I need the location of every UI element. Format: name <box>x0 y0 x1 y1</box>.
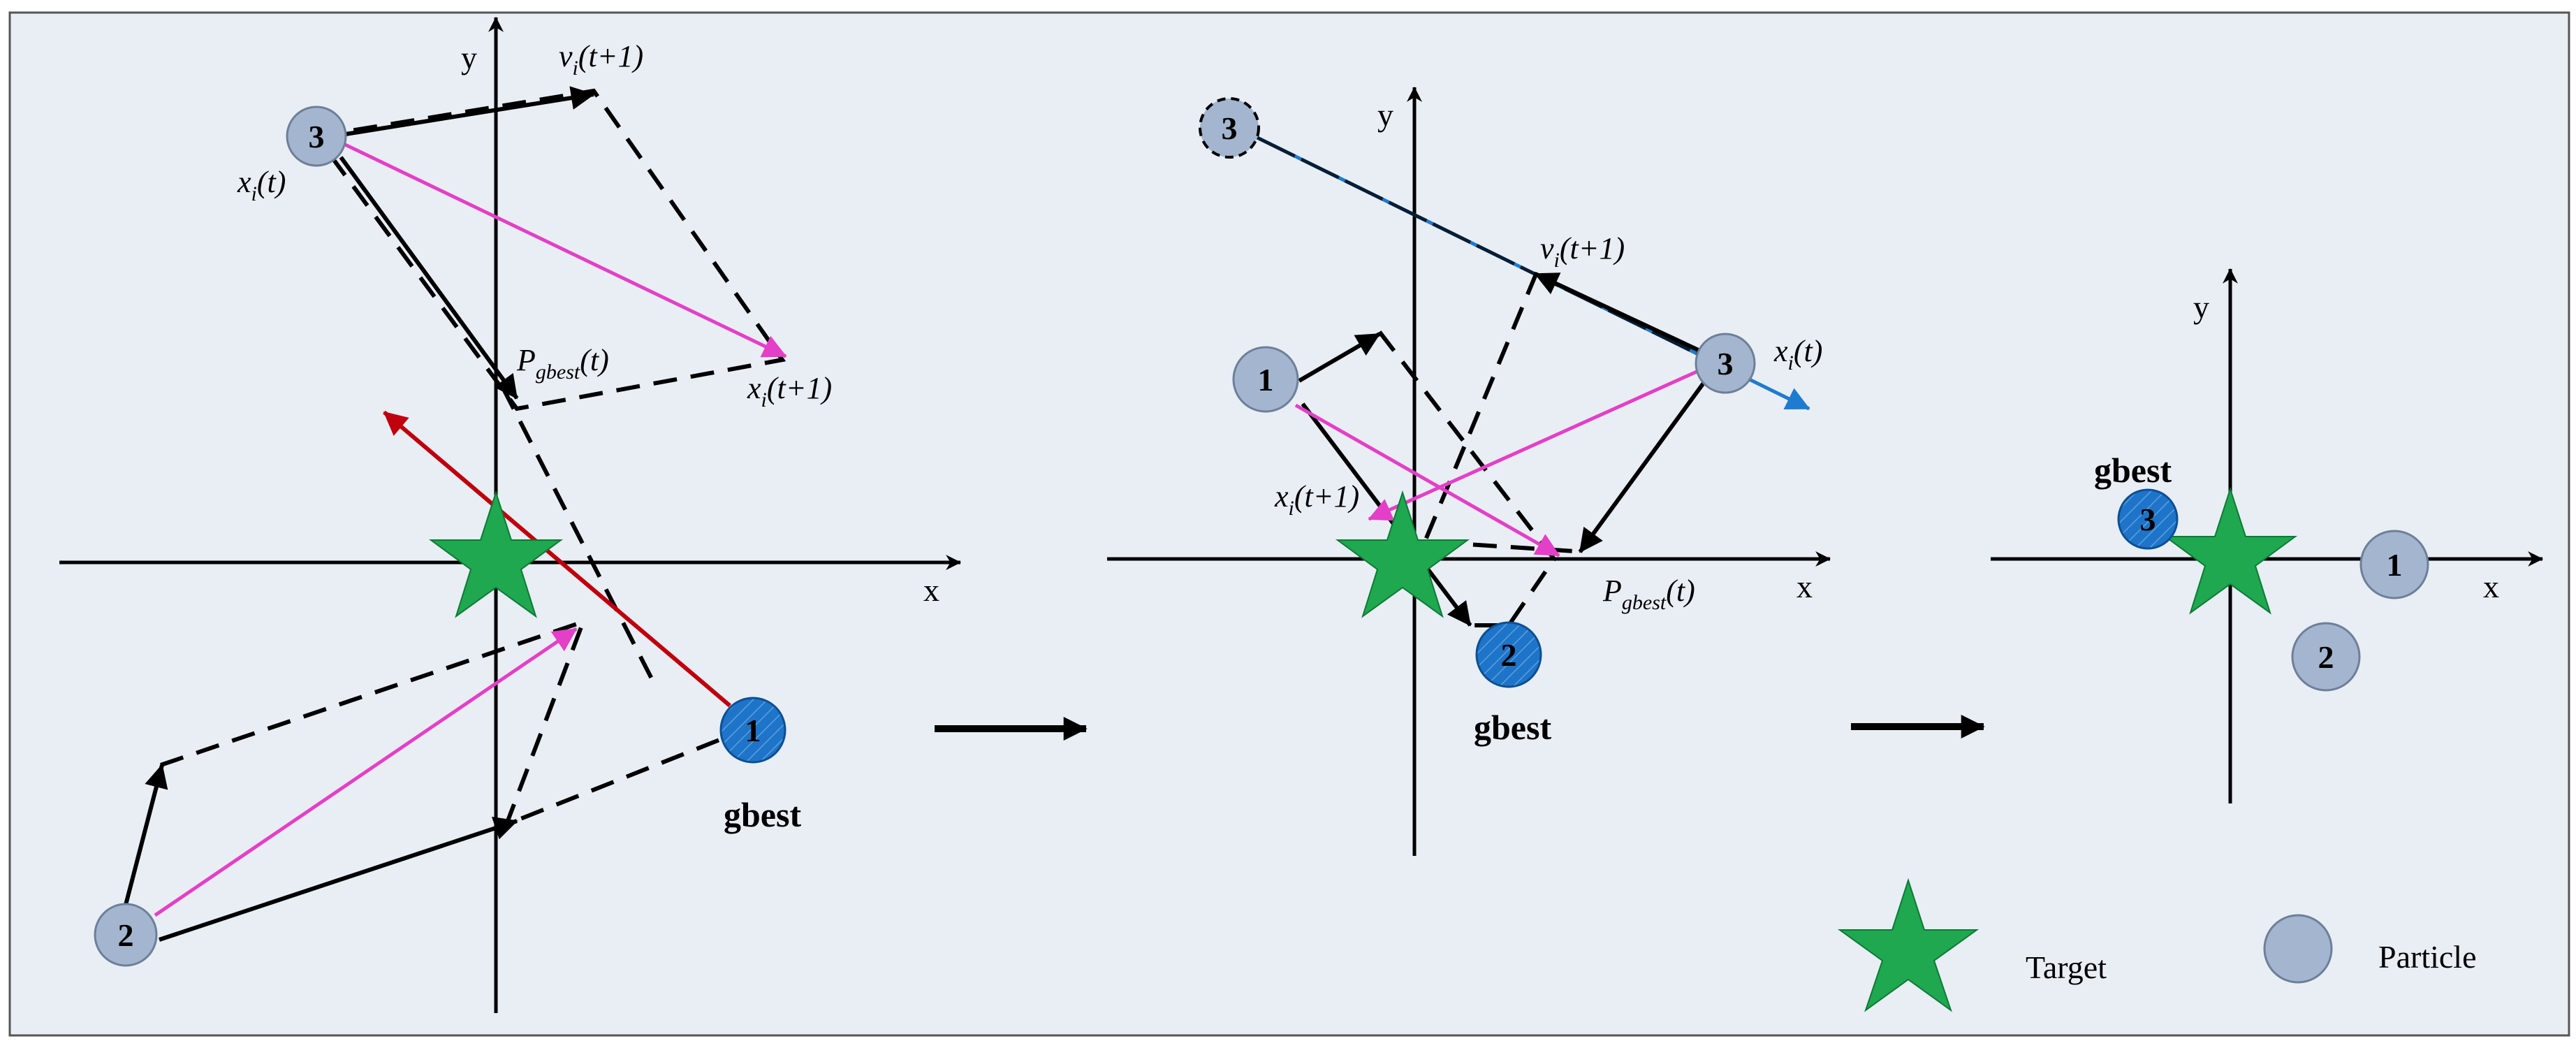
gbest-attraction-vector-p2 <box>159 817 518 942</box>
position-update-vector-p2 <box>154 627 578 917</box>
label-gbest: gbest <box>724 795 801 834</box>
legend: Target Particle <box>1837 878 2477 1012</box>
red-direction-vector <box>383 410 731 708</box>
velocity-vector-p3 <box>345 86 595 136</box>
target-star-icon <box>1335 490 1470 618</box>
particle-label: 1 <box>1258 362 1274 398</box>
gbest-particle-circle-icon <box>1475 621 1542 688</box>
label-pgbest: Pgbest(t) <box>516 343 609 384</box>
x-axis-label: x <box>923 572 939 608</box>
velocity-vector-p3 <box>1534 272 1706 355</box>
dashed-parallelogram-p1 <box>1377 330 1557 627</box>
panel-2: x y 3 1 3 2 <box>1107 86 1831 856</box>
particle-3-gbest: 3 <box>2117 488 2179 550</box>
panel-3: x y 3 1 2 gbest <box>1991 268 2544 803</box>
trajectory-overlay <box>1256 136 1727 370</box>
dashed-parallelogram-top <box>312 88 786 412</box>
particle-3: 3 <box>286 105 347 167</box>
label-v-t1: vi(t+1) <box>559 39 643 80</box>
particle-label: 3 <box>309 119 325 154</box>
x-axis-label: x <box>2483 569 2499 604</box>
label-v-t1: vi(t+1) <box>1540 231 1625 272</box>
label-x-t: xi(t) <box>1773 334 1822 374</box>
position-update-vector-p1 <box>1294 403 1560 558</box>
particle-1: 1 <box>2359 530 2429 599</box>
particle-2: 2 <box>94 903 158 967</box>
gbest-attraction-vector-p3 <box>339 156 519 400</box>
target-star-icon <box>2162 486 2298 615</box>
particle-1-gbest: 1 <box>719 697 786 764</box>
particle-2-gbest: 2 <box>1475 621 1542 688</box>
position-update-vector-p3 <box>341 141 787 358</box>
particle-label: 3 <box>2140 502 2156 537</box>
particle-circle-icon <box>2359 530 2429 599</box>
particle-label: 2 <box>2318 639 2334 675</box>
velocity-vector-p2 <box>124 764 168 905</box>
particle-label: 2 <box>1501 637 1517 673</box>
target-star-icon <box>428 490 564 618</box>
legend-target-label: Target <box>2026 949 2107 985</box>
particle-circle-icon <box>94 903 158 967</box>
legend-particle-label: Particle <box>2378 939 2477 975</box>
y-axis-label: y <box>2193 289 2209 325</box>
gbest-particle-circle-icon <box>719 697 786 764</box>
particle-label: 2 <box>118 917 134 953</box>
ghost-particle-circle-icon <box>1199 97 1260 159</box>
particle-circle-icon <box>1695 333 1756 394</box>
gbest-particle-circle-icon <box>2117 488 2179 550</box>
label-gbest: gbest <box>2094 451 2172 490</box>
position-update-vector-p3 <box>1368 367 1704 521</box>
label-x-t1: xi(t+1) <box>747 371 832 412</box>
particle-1: 1 <box>1232 346 1299 413</box>
y-axis-label: y <box>461 40 477 75</box>
particle-circle-icon <box>2291 622 2361 692</box>
particle-3-previous: 3 <box>1199 97 1260 159</box>
legend-particle-circle-icon <box>2263 914 2333 984</box>
dashed-line-pgbest-to-gbest <box>501 386 659 690</box>
particle-label: 3 <box>1222 110 1238 146</box>
velocity-vector-p1 <box>1298 332 1381 383</box>
dashed-parallelogram-p3 <box>1421 271 1586 554</box>
particle-circle-icon <box>1232 346 1299 413</box>
label-gbest: gbest <box>1474 708 1551 747</box>
x-axis-label: x <box>1796 569 1813 604</box>
particle-circle-icon <box>286 105 347 167</box>
gbest-attraction-vector-p3 <box>1578 376 1710 553</box>
label-pgbest: Pgbest(t) <box>1602 574 1695 614</box>
particle-label: 3 <box>1718 346 1734 381</box>
particle-label: 1 <box>745 713 761 748</box>
particle-label: 1 <box>2387 547 2403 583</box>
particle-2: 2 <box>2291 622 2361 692</box>
label-x-t: xi(t) <box>237 165 286 205</box>
label-x-t1: xi(t+1) <box>1274 479 1359 520</box>
legend-target-star-icon <box>1837 878 1979 1012</box>
y-axis-label: y <box>1377 97 1393 133</box>
particle-3: 3 <box>1695 333 1756 394</box>
panel-1: x y 3 2 1 xi(t) vi(t+1 <box>59 16 962 1013</box>
